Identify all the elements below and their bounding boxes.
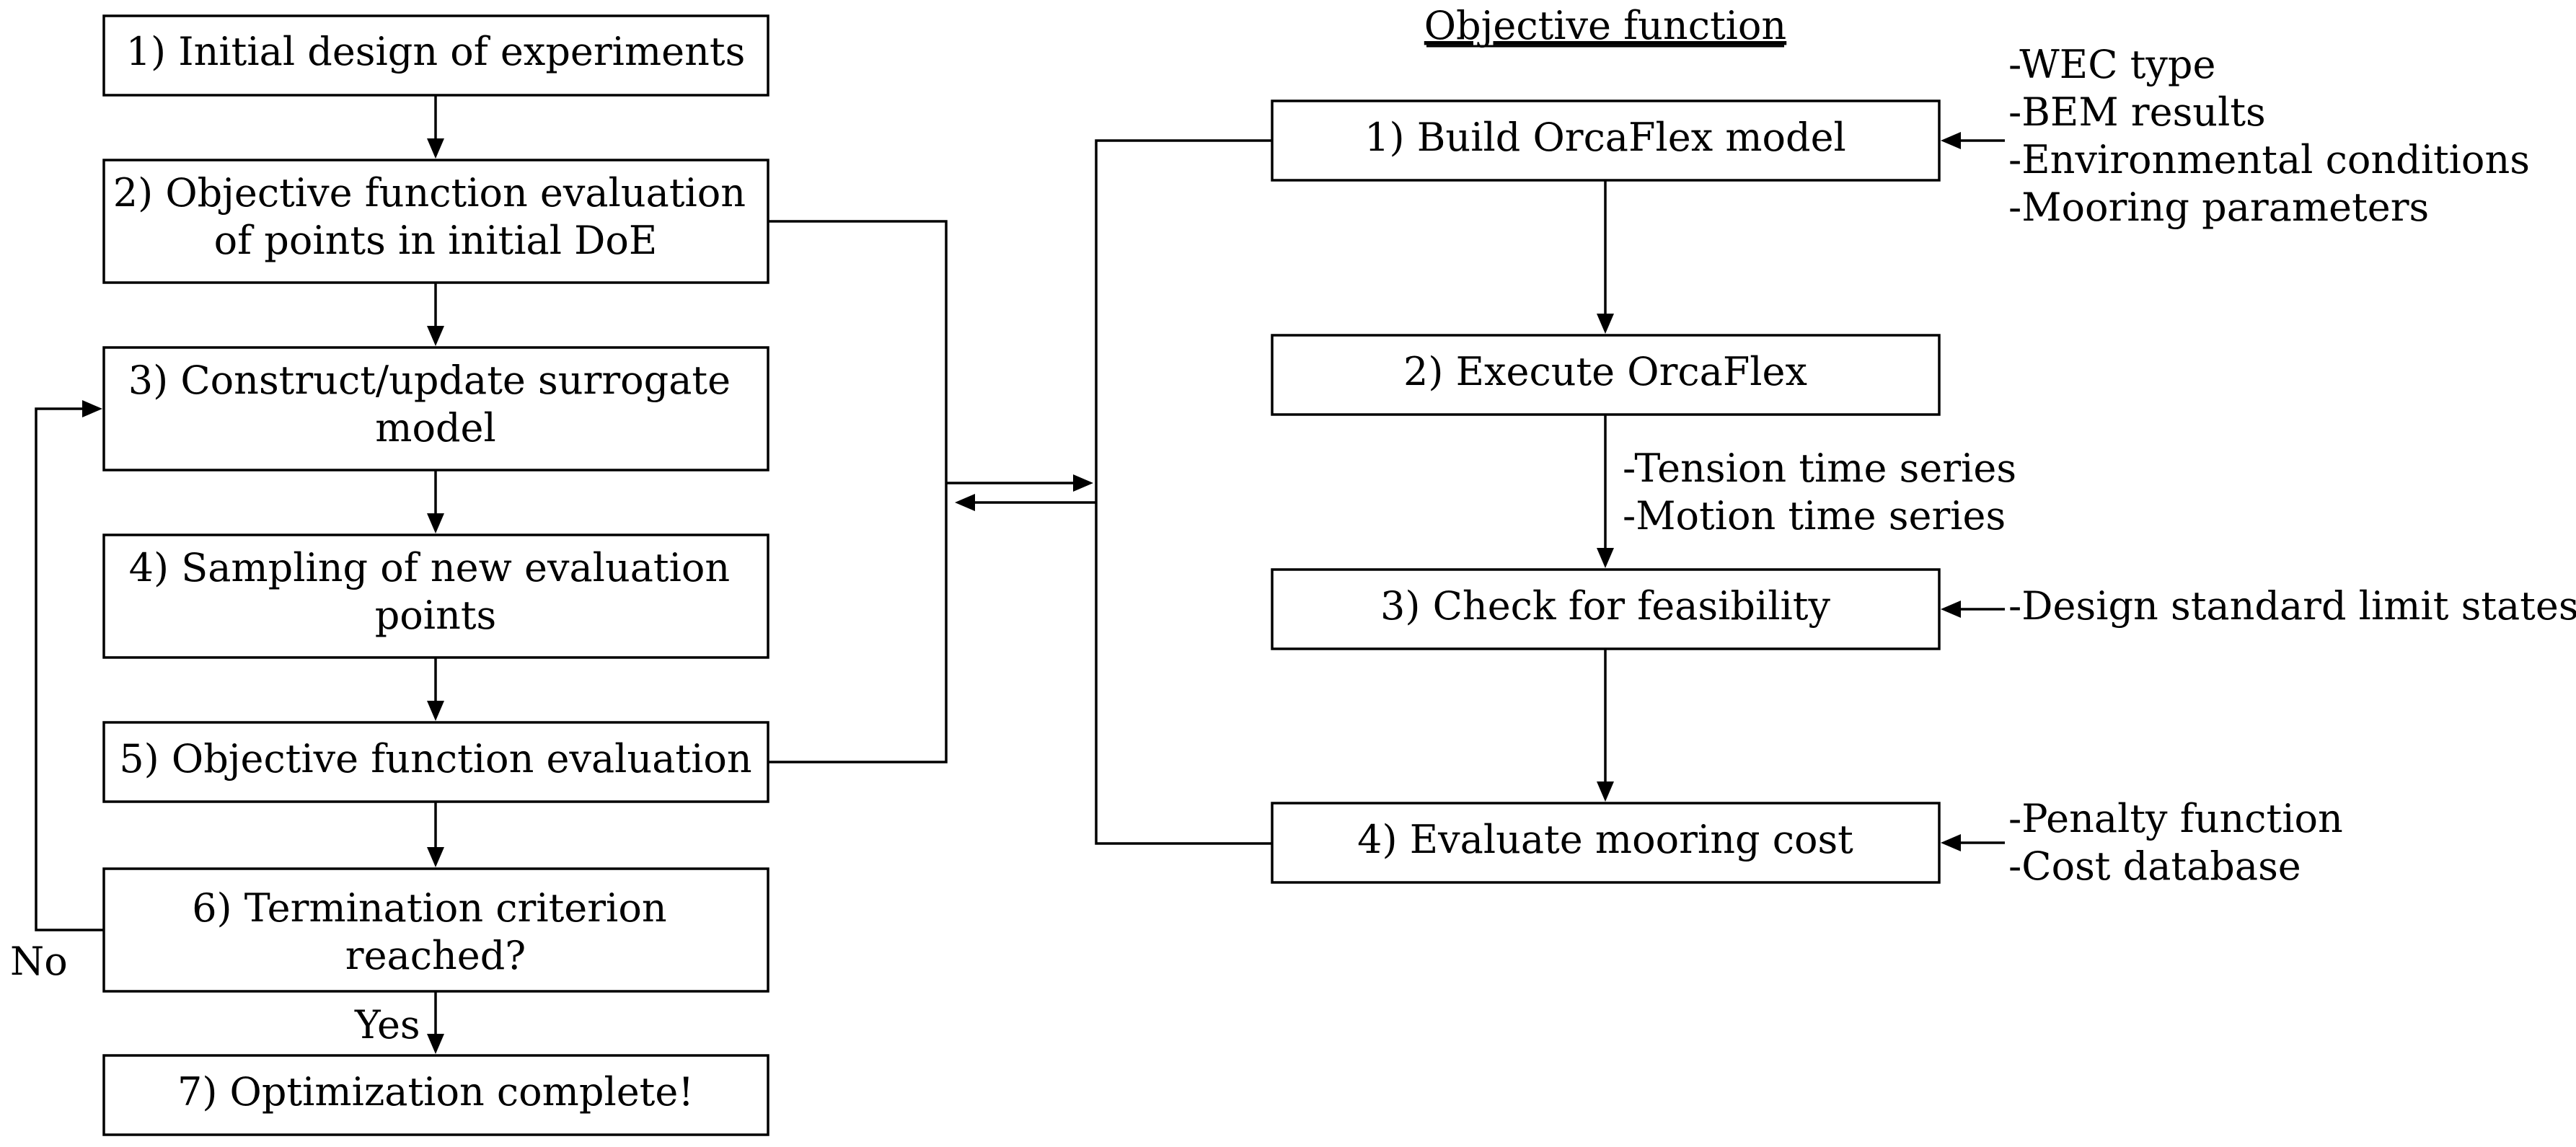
build-inputs-label: -WEC type -BEM results -Environmental co… (2008, 42, 2542, 230)
step6-box (102, 867, 769, 993)
of-step1-label: 1) Build OrcaFlex model (1364, 115, 1846, 160)
step3-label: 3) Construct/update surrogate model (128, 358, 743, 451)
of-step3-label: 3) Check for feasibility (1380, 583, 1830, 629)
step4-label: 4) Sampling of new evaluation points (129, 545, 743, 638)
objective-function-title: Objective function (1424, 3, 1786, 48)
of-step3-box (1271, 568, 1941, 650)
evaluation-connector (768, 220, 1096, 763)
objective-flow-arrows (1597, 180, 1614, 802)
step7-label: 7) Optimization complete! (177, 1069, 694, 1115)
of-step4-box (1271, 802, 1941, 884)
step1-label: 1) Initial design of experiments (126, 29, 746, 74)
of-step2-label: 2) Execute OrcaFlex (1403, 349, 1807, 394)
step4-box (102, 533, 769, 659)
step2-box (102, 159, 769, 284)
step5-label: 5) Objective function evaluation (119, 736, 751, 781)
left-flow-arrows (427, 95, 444, 1054)
step1-box (102, 14, 769, 97)
feasibility-inputs-label: -Design standard limit states (2008, 583, 2576, 629)
objective-loop-connector (1095, 139, 1272, 845)
no-label: No (10, 939, 68, 984)
execute-outputs-label: -Tension time series -Motion time series (1623, 446, 2029, 539)
cost-inputs-arrow (1941, 834, 2005, 851)
of-step1-box (1271, 99, 1941, 182)
of-step2-box (1271, 334, 1941, 416)
step6-label: 6) Termination criterion reached? (192, 885, 679, 978)
step2-label: 2) Objective function evaluation of poin… (113, 170, 759, 263)
feasibility-inputs-arrow (1941, 601, 2005, 618)
cost-inputs-label: -Penalty function -Cost database (2008, 796, 2355, 889)
yes-label: Yes (354, 1002, 420, 1048)
no-loop-arrow (35, 400, 104, 931)
step3-box (102, 346, 769, 471)
step7-box (102, 1054, 769, 1136)
build-inputs-arrow (1941, 132, 2005, 149)
of-step4-label: 4) Evaluate mooring cost (1357, 817, 1853, 862)
